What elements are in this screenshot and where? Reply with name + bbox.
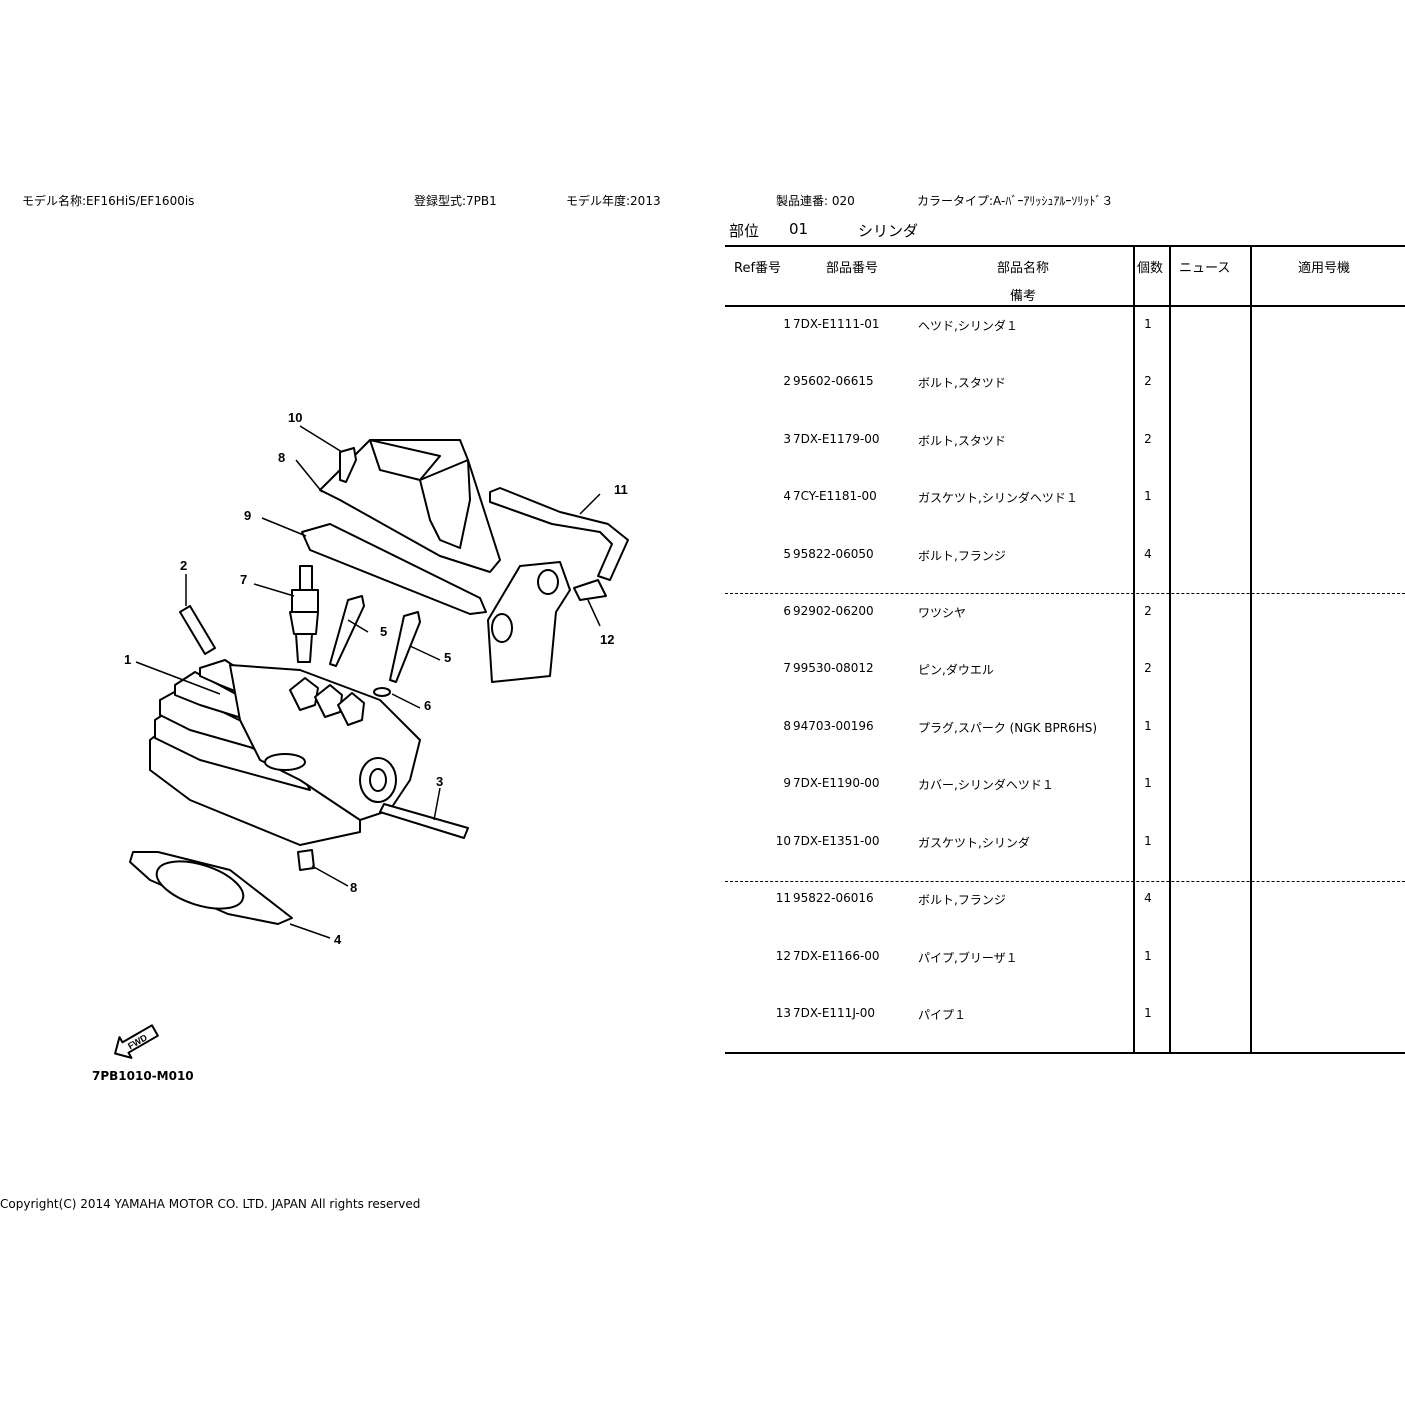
part-number: 95602-06615 xyxy=(793,374,874,388)
quantity: 2 xyxy=(1144,432,1152,446)
ref-number: 4 xyxy=(783,489,791,503)
fwd-arrow-icon: FWD xyxy=(114,1024,159,1059)
quantity: 1 xyxy=(1144,776,1152,790)
ref-number: 3 xyxy=(783,432,791,446)
table-row: 1 7DX-E1111-01 ヘツド,シリンダ１ 1 xyxy=(725,317,1405,337)
callout-8: 7 xyxy=(240,572,247,587)
header-applicable: 適用号機 xyxy=(1298,261,1351,276)
quantity: 4 xyxy=(1144,891,1152,905)
table-row: 4 7CY-E1181-00 ガスケツト,シリンダヘツド１ 1 xyxy=(725,489,1405,509)
table-row: 13 7DX-E111J-00 パイプ１ 1 xyxy=(725,1006,1405,1026)
callout-3: 3 xyxy=(436,774,443,789)
part-name: ボルト,スタツド xyxy=(918,376,1006,390)
part-name: ヘツド,シリンダ１ xyxy=(918,319,1018,333)
table-row: 7 99530-08012 ピン,ダウエル 2 xyxy=(725,661,1405,681)
ref-number: 7 xyxy=(783,661,791,675)
quantity: 1 xyxy=(1144,719,1152,733)
part-name: ガスケツト,シリンダヘツド１ xyxy=(918,491,1078,505)
quantity: 2 xyxy=(1144,374,1152,388)
part-number: 7CY-E1181-00 xyxy=(793,489,877,503)
table-row: 2 95602-06615 ボルト,スタツド 2 xyxy=(725,374,1405,394)
part-name: ボルト,スタツド xyxy=(918,434,1006,448)
part-number: 7DX-E111J-00 xyxy=(793,1006,876,1020)
part-number: 7DX-E1111-01 xyxy=(793,317,880,331)
quantity: 1 xyxy=(1144,1006,1152,1020)
header-ref: Ref番号 xyxy=(734,261,782,276)
ref-number: 10 xyxy=(775,834,791,848)
ref-number: 6 xyxy=(783,604,791,618)
parts-table: Ref番号 部品番号 部品名称 備考 個数 ニュース 適用号機 1 7DX-E1… xyxy=(725,245,1405,1055)
part-name: ガスケツト,シリンダ xyxy=(918,836,1030,850)
part-name: ボルト,フランジ xyxy=(918,549,1006,563)
callout-2: 2 xyxy=(180,558,187,573)
header-remarks: 備考 xyxy=(1010,289,1037,304)
callout-10: 9 xyxy=(244,508,251,523)
quantity: 2 xyxy=(1144,661,1152,675)
part-name: プラグ,スパーク (NGK BPR6HS) xyxy=(918,721,1098,735)
callout-5a: 5 xyxy=(380,624,387,639)
header-qty: 個数 xyxy=(1137,261,1164,276)
callout-11: 10 xyxy=(288,410,302,425)
part-number: 7DX-E1179-00 xyxy=(793,432,880,446)
callout-4: 4 xyxy=(334,932,342,947)
model-name: モデル名称:EF16HiS/EF1600is xyxy=(22,194,195,208)
part-number: 92902-06200 xyxy=(793,604,874,618)
quantity: 1 xyxy=(1144,949,1152,963)
part-name: ボルト,フランジ xyxy=(918,893,1006,907)
table-row: 12 7DX-E1166-00 パイプ,ブリーザ１ 1 xyxy=(725,949,1405,969)
part-name: パイプ１ xyxy=(918,1008,967,1022)
part-number: 99530-08012 xyxy=(793,661,874,675)
quantity: 1 xyxy=(1144,834,1152,848)
table-row: 11 95822-06016 ボルト,フランジ 4 xyxy=(725,891,1405,911)
ref-number: 13 xyxy=(775,1006,791,1020)
ref-number: 1 xyxy=(783,317,791,331)
quantity: 1 xyxy=(1144,489,1152,503)
header-news: ニュース xyxy=(1179,261,1231,276)
part-name: カバー,シリンダヘツド１ xyxy=(918,778,1054,792)
table-row: 6 92902-06200 ワツシヤ 2 xyxy=(725,604,1405,624)
header-part-no: 部品番号 xyxy=(826,261,879,276)
ref-number: 2 xyxy=(783,374,791,388)
table-row: 10 7DX-E1351-00 ガスケツト,シリンダ 1 xyxy=(725,834,1405,854)
callout-6: 6 xyxy=(424,698,431,713)
diagram-code: 7PB1010-M010 xyxy=(92,1069,194,1083)
registered-type: 登録型式:7PB1 xyxy=(414,194,497,208)
part-name: パイプ,ブリーザ１ xyxy=(918,951,1018,965)
section-label: 部位 xyxy=(729,222,760,240)
part-number: 7DX-E1190-00 xyxy=(793,776,880,790)
part-number: 95822-06050 xyxy=(793,547,874,561)
part-number: 95822-06016 xyxy=(793,891,874,905)
header-part-name: 部品名称 xyxy=(997,261,1050,276)
copyright-notice: Copyright(C) 2014 YAMAHA MOTOR CO. LTD. … xyxy=(0,1197,421,1211)
section-name: シリンダ xyxy=(858,222,919,240)
callout-9: 8 xyxy=(278,450,285,465)
part-number: 7DX-E1166-00 xyxy=(793,949,880,963)
part-name: ピン,ダウエル xyxy=(918,663,994,677)
quantity: 2 xyxy=(1144,604,1152,618)
model-year: モデル年度:2013 xyxy=(566,194,661,208)
ref-number: 9 xyxy=(783,776,791,790)
ref-number: 5 xyxy=(783,547,791,561)
quantity: 4 xyxy=(1144,547,1152,561)
exploded-parts-diagram: 10 8 9 2 7 11 12 5 5 1 6 3 8 4 FWD xyxy=(114,410,629,1059)
callout-7: 8 xyxy=(350,880,357,895)
quantity: 1 xyxy=(1144,317,1152,331)
serial-number: 製品連番: 020 xyxy=(776,194,855,208)
table-row: 9 7DX-E1190-00 カバー,シリンダヘツド１ 1 xyxy=(725,776,1405,796)
callout-13: 12 xyxy=(600,632,614,647)
ref-number: 11 xyxy=(775,891,791,905)
part-name: ワツシヤ xyxy=(918,606,967,620)
callout-5b: 5 xyxy=(444,650,451,665)
ref-number: 12 xyxy=(775,949,791,963)
color-type: カラータイプ:A-ﾊﾞｰｱﾘｯｼｭｱﾙｰｿﾘｯﾄﾞ３ xyxy=(917,194,1114,208)
part-number: 7DX-E1351-00 xyxy=(793,834,880,848)
ref-number: 8 xyxy=(783,719,791,733)
table-row: 5 95822-06050 ボルト,フランジ 4 xyxy=(725,547,1405,567)
table-row: 8 94703-00196 プラグ,スパーク (NGK BPR6HS) 1 xyxy=(725,719,1405,739)
part-number: 94703-00196 xyxy=(793,719,874,733)
callout-1: 1 xyxy=(124,652,131,667)
section-code: 01 xyxy=(789,220,809,238)
table-row: 3 7DX-E1179-00 ボルト,スタツド 2 xyxy=(725,432,1405,452)
callout-12: 11 xyxy=(614,482,628,497)
